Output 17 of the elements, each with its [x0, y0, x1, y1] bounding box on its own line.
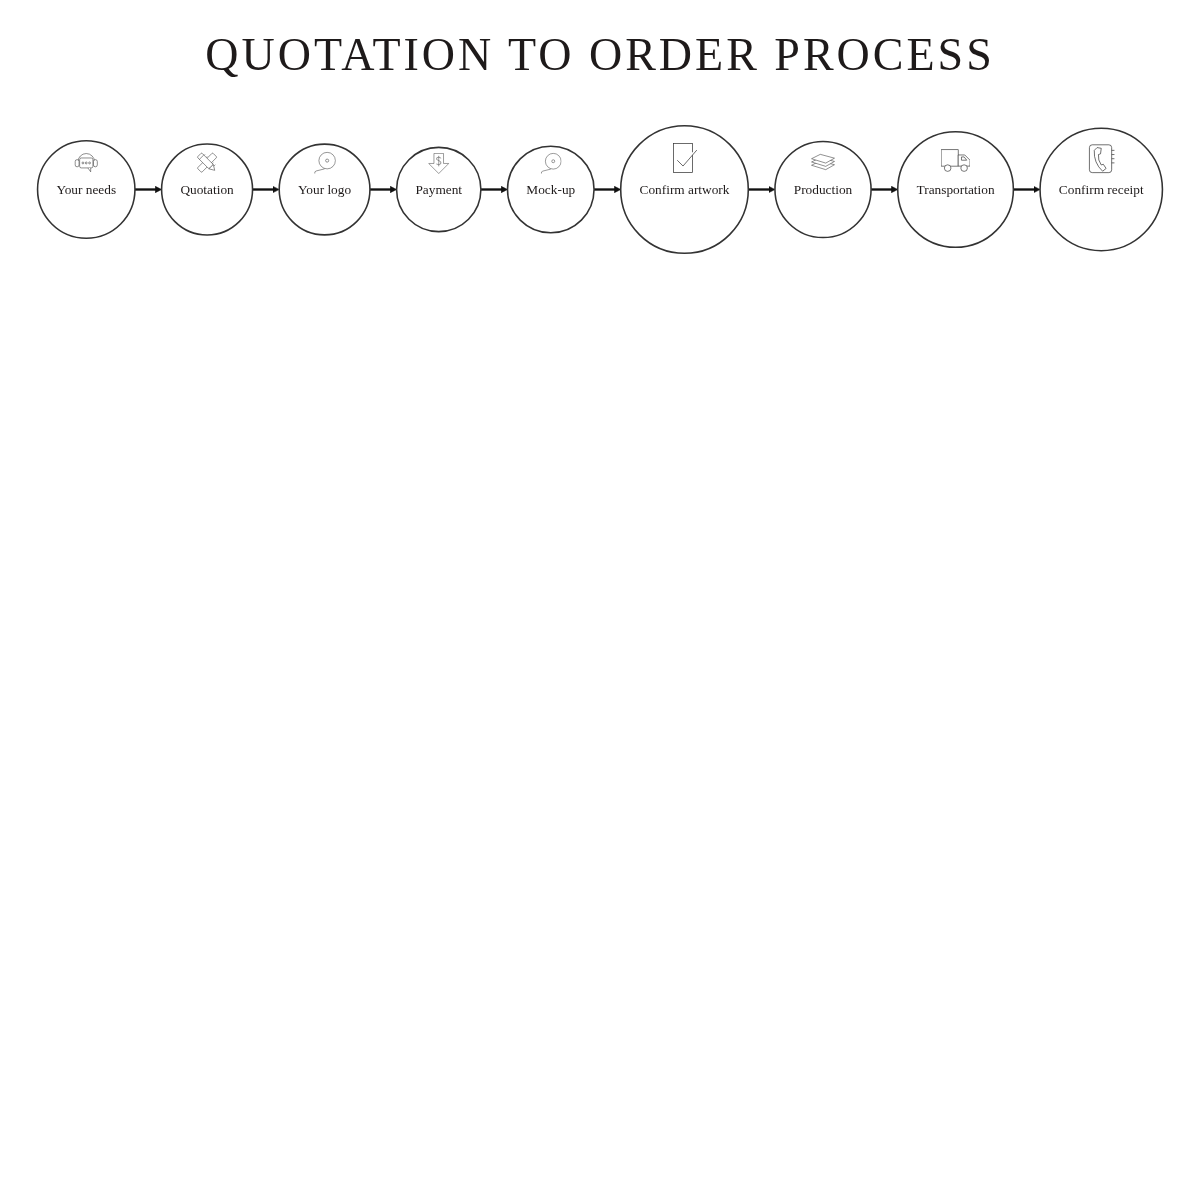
title: QUOTATION TO ORDER PROCESS [204, 28, 996, 81]
node-circle: Mock-up [506, 145, 595, 234]
arrow [1013, 186, 1041, 193]
node-circle: Your logo [278, 143, 371, 236]
arrow [252, 186, 280, 193]
arrow [369, 186, 397, 193]
arrow [134, 186, 162, 193]
node-circle: Your needs [36, 140, 136, 239]
arrow [748, 186, 776, 193]
arrow [594, 186, 621, 193]
node-circle: Production [774, 140, 872, 239]
node-circle: Transportation [896, 130, 1015, 249]
arrow [480, 186, 508, 193]
node-circle: Confirm receipt [1039, 127, 1164, 252]
node-circle: Confirm artwork [619, 124, 750, 255]
node-circle: Quotation [160, 143, 254, 236]
node-circle: Payment [395, 146, 482, 233]
